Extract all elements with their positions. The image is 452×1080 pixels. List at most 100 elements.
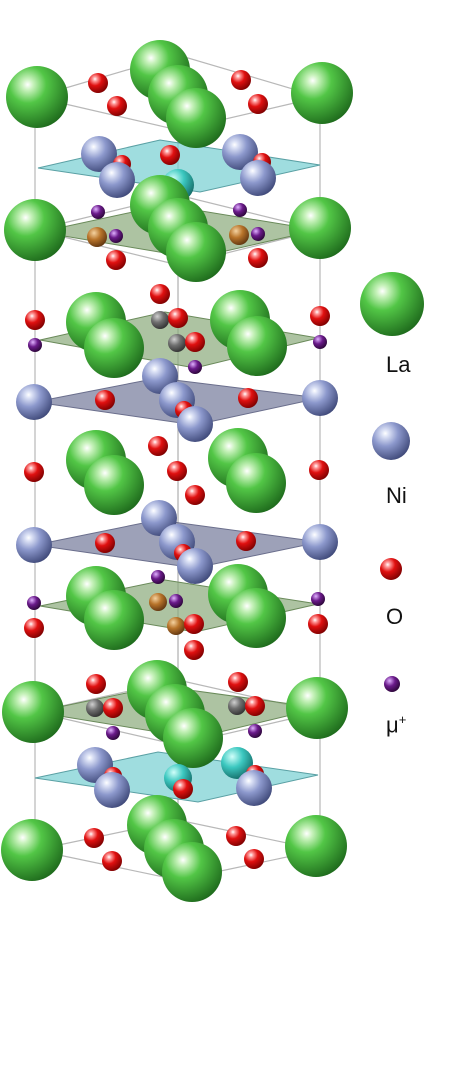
o-atom [245,696,265,716]
orange-atom [149,593,167,611]
mu-atom [151,570,165,584]
o-atom [226,826,246,846]
la-atom [84,318,144,378]
teal-atom [221,747,253,779]
la-atom [289,197,351,259]
mu-atom [91,205,105,219]
legend-o-swatch [380,558,402,580]
ni-atom [16,527,52,563]
legend-la-text: La [386,352,411,377]
legend-la-label: La [386,352,410,378]
gray-atom [168,334,186,352]
o-atom [107,96,127,116]
la-atom [84,590,144,650]
ni-atom [177,406,213,442]
o-atom [236,531,256,551]
la-atom [163,708,223,768]
ni-atom [99,162,135,198]
legend [360,272,424,692]
o-atom [95,390,115,410]
o-atom [308,614,328,634]
atoms [1,40,353,902]
o-atom [24,618,44,638]
la-atom [291,62,353,124]
legend-ni-text: Ni [386,483,407,508]
ni-atom [236,770,272,806]
o-atom [95,533,115,553]
o-atom [160,145,180,165]
la-atom [166,222,226,282]
ni-atom [16,384,52,420]
o-atom [244,849,264,869]
mu-atom [109,229,123,243]
o-atom [86,674,106,694]
la-atom [227,316,287,376]
o-atom [231,70,251,90]
legend-la-swatch [360,272,424,336]
o-atom [173,779,193,799]
mu-atom [251,227,265,241]
legend-mu-charge: + [398,712,407,727]
la-atom [286,677,348,739]
mu-atom [311,592,325,606]
ni-atom [94,772,130,808]
o-atom [167,461,187,481]
la-atom [84,455,144,515]
ni-atom [222,134,258,170]
la-atom [2,681,64,743]
o-atom [228,672,248,692]
la-atom [226,453,286,513]
o-atom [185,485,205,505]
o-atom [248,94,268,114]
mu-atom [106,726,120,740]
mu-atom [169,594,183,608]
legend-ni-swatch [372,422,410,460]
legend-ni-label: Ni [386,483,407,509]
mu-atom [27,596,41,610]
o-atom [310,306,330,326]
orange-atom [229,225,249,245]
o-atom [150,284,170,304]
la-atom [162,842,222,902]
ni-atom [302,380,338,416]
o-atom [184,640,204,660]
o-atom [102,851,122,871]
mu-atom [248,724,262,738]
mu-atom [28,338,42,352]
o-atom [309,460,329,480]
legend-mu-text: μ [386,712,399,738]
la-atom [166,88,226,148]
o-atom [88,73,108,93]
ni-atom [302,524,338,560]
ni-atom [240,160,276,196]
mu-atom [233,203,247,217]
o-atom [248,248,268,268]
gray-atom [228,697,246,715]
la-atom [1,819,63,881]
la-atom [285,815,347,877]
o-atom [25,310,45,330]
la-atom [4,199,66,261]
o-atom [185,332,205,352]
mu-atom [188,360,202,374]
o-atom [238,388,258,408]
o-atom [106,250,126,270]
gray-atom [86,699,104,717]
la-atom [226,588,286,648]
o-atom [24,462,44,482]
ni-atom [177,548,213,584]
orange-atom [87,227,107,247]
orange-atom [167,617,185,635]
legend-o-text: O [386,604,404,629]
o-atom [103,698,123,718]
o-atom [148,436,168,456]
gray-atom [151,311,169,329]
mu-atom [313,335,327,349]
ni-atom [81,136,117,172]
o-atom [84,828,104,848]
legend-o-label: O [386,604,403,630]
legend-mu-label: μ+ [386,712,406,738]
o-atom [168,308,188,328]
o-atom [184,614,204,634]
